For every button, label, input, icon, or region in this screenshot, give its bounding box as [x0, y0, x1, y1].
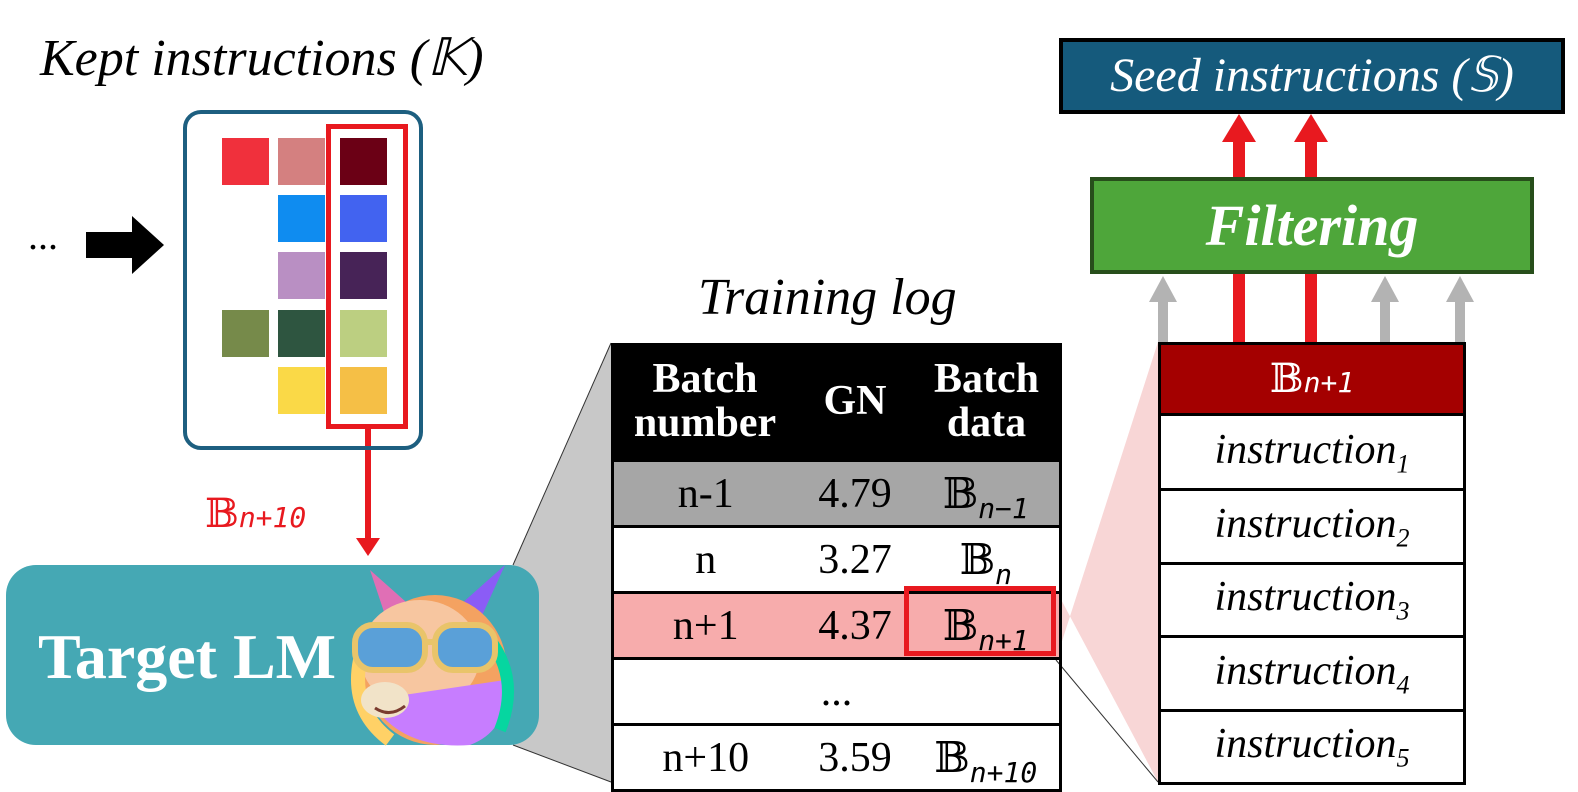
batch-subscript: n	[995, 557, 1012, 591]
instruction-index: 5	[1396, 743, 1410, 773]
selected-column-highlight	[326, 124, 408, 429]
instruction-index: 1	[1396, 449, 1410, 479]
llama-icon	[351, 565, 514, 746]
instruction-square	[278, 195, 325, 242]
instruction-text: instruction	[1214, 574, 1397, 620]
header-batch-number: Batch number	[611, 343, 799, 461]
instruction-item: instruction3	[1158, 563, 1466, 638]
gn-cell: 3.27	[797, 525, 913, 593]
batch-subscript: n+10	[969, 755, 1038, 789]
log-connector-line-bottom	[512, 744, 612, 783]
instruction-square	[222, 138, 269, 185]
instruction-square	[340, 367, 387, 414]
batch-number-cell: n-1	[611, 459, 798, 527]
instruction-index: 4	[1396, 669, 1410, 699]
batch-number-cell: n	[611, 525, 798, 593]
preceding-dots: ...	[28, 213, 58, 258]
batch-panel-header: 𝔹n+1	[1158, 342, 1466, 416]
instruction-index: 3	[1396, 596, 1410, 626]
batch-data-cell: 𝔹n	[912, 525, 1062, 593]
batch-symbol: 𝔹	[934, 735, 970, 782]
log-connector-line	[512, 342, 612, 566]
instruction-item: instruction2	[1158, 489, 1466, 565]
batch-symbol: 𝔹	[205, 491, 239, 536]
batch-label-n-plus-10: 𝔹n+10	[205, 490, 306, 537]
instruction-item: instruction5	[1158, 710, 1466, 785]
instruction-square	[340, 310, 387, 357]
batch-data-cell: 𝔹n+10	[912, 723, 1062, 792]
batch-subscript: n−1	[978, 491, 1029, 525]
instruction-index: 2	[1396, 522, 1410, 552]
batch-symbol: 𝔹	[942, 603, 979, 650]
gn-cell: 3.59	[797, 723, 913, 792]
input-arrow-icon	[86, 216, 164, 274]
instruction-text: instruction	[1214, 500, 1397, 547]
instruction-square	[278, 310, 325, 357]
batch-number-cell: n+1	[611, 591, 798, 659]
selected-batch-highlight	[904, 586, 1056, 656]
batch-symbol: 𝔹	[942, 471, 979, 518]
instruction-text: instruction	[1214, 427, 1397, 473]
target-lm-label: Target LM	[38, 621, 337, 692]
discard-arrows-icon	[1149, 276, 1474, 342]
instruction-square	[340, 195, 387, 242]
batch-connector-line	[1055, 659, 1159, 783]
batch-symbol: 𝔹	[1269, 356, 1304, 401]
batch-data-cell: 𝔹n−1	[912, 459, 1062, 527]
instruction-text: instruction	[1214, 647, 1397, 694]
instruction-square	[278, 367, 325, 414]
instruction-item: instruction1	[1158, 416, 1466, 491]
batch-number-cell: n+10	[611, 723, 798, 792]
gn-cell: 4.79	[797, 459, 913, 527]
batch-data-cell: 𝔹n+1	[912, 591, 1062, 659]
instruction-square	[278, 138, 325, 185]
kept-instructions-box	[183, 110, 423, 450]
batch-symbol: 𝔹	[959, 537, 996, 584]
batch-zoom-funnel	[1056, 342, 1158, 782]
batch-subscript: n+1	[1303, 366, 1355, 399]
filtering-box: Filtering	[1090, 177, 1534, 274]
header-gn: GN	[796, 343, 914, 461]
instruction-square	[278, 252, 325, 299]
instruction-item: instruction4	[1158, 636, 1466, 712]
selected-arrows-icon	[1222, 114, 1328, 342]
header-batch-data: Batch data	[911, 343, 1062, 461]
batch-subscript: n+10	[238, 501, 307, 534]
gn-cell: 4.37	[797, 591, 913, 659]
training-log-title: Training log	[698, 269, 957, 326]
instruction-square	[222, 310, 269, 357]
instruction-square	[340, 138, 387, 185]
seed-instructions-box: Seed instructions (𝕊)	[1059, 38, 1565, 114]
ellipsis-cell: ...	[611, 657, 1062, 725]
kept-instructions-title: Kept instructions (𝕂)	[40, 30, 484, 87]
instruction-text: instruction	[1214, 721, 1397, 767]
table-row: ...	[611, 657, 1062, 725]
instruction-square	[340, 252, 387, 299]
